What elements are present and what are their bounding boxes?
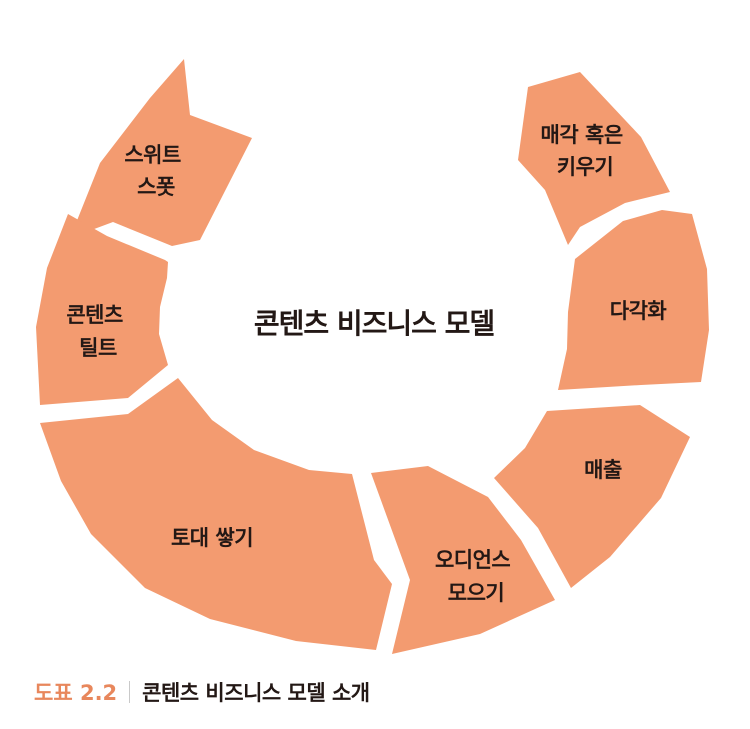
segment-build-base: 토대 쌓기 [40,378,392,650]
content-business-model-diagram: 스위트 스폿 콘텐츠 틸트 토대 쌓기 오디언스 모으기 매출 [36,59,709,654]
segment-label-revenue: 매출 [584,458,622,482]
segment-label-diversify: 다각화 [610,299,668,323]
segment-audience: 오디언스 모으기 [371,466,555,654]
segment-revenue: 매출 [494,405,690,588]
figure-title: 콘텐츠 비즈니스 모델 소개 [142,681,370,705]
figure-caption: 도표 2.2 콘텐츠 비즈니스 모델 소개 [34,676,370,708]
segment-label-sell-or-grow: 매각 혹은 키우기 [541,123,630,179]
segment-sell-or-grow: 매각 혹은 키우기 [518,72,670,245]
segment-label-build-base: 토대 쌓기 [171,526,253,550]
segment-label-content-tilt: 콘텐츠 틸트 [66,303,129,360]
segment-label-audience: 오디언스 모으기 [435,548,517,605]
segment-content-tilt: 콘텐츠 틸트 [36,214,168,405]
figure-number: 도표 2.2 [34,681,118,705]
segment-diversify: 다각화 [558,210,709,390]
segment-sweet-spot: 스위트 스폿 [70,59,252,246]
segment-label-sweet-spot: 스위트 스폿 [124,143,187,199]
caption-divider [129,681,131,703]
center-title: 콘텐츠 비즈니스 모델 [254,307,495,340]
